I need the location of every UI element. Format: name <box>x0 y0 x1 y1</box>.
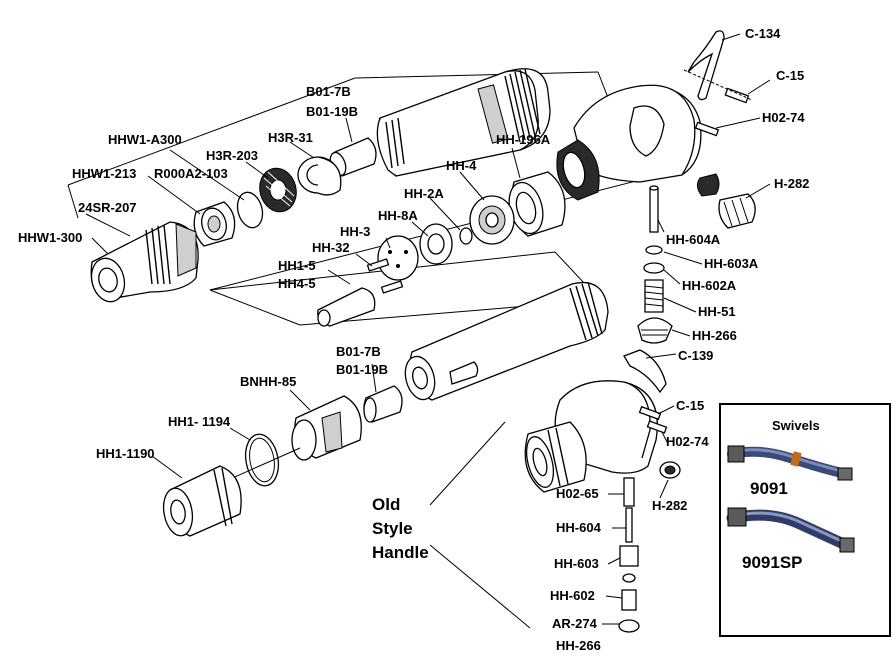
front-retainer-upper <box>90 221 199 303</box>
bnhh85-nose <box>291 395 362 461</box>
label-hh603a: HH-603A <box>704 256 759 271</box>
label-b017b-top: B01-7B <box>306 84 351 99</box>
swivel-9091sp-label: 9091SP <box>742 553 803 572</box>
c15-pin-bottom <box>638 405 662 421</box>
label-b0119b-top: B01-19B <box>306 104 358 119</box>
hhw1213-collar <box>193 201 236 247</box>
assembly-axis <box>683 69 753 101</box>
h3r203-spring <box>259 167 297 213</box>
label-hh32: HH-32 <box>312 240 350 255</box>
label-hh11190: HH1-1190 <box>96 446 155 461</box>
label-r000a2103: R000A2-103 <box>154 166 228 181</box>
hh2a-washer <box>459 227 473 245</box>
h3r31-ring <box>297 156 342 196</box>
label-hh45: HH4-5 <box>278 276 316 291</box>
h0274-pin-bottom <box>646 420 668 434</box>
label-hh603: HH-603 <box>554 556 599 571</box>
label-hh8a: HH-8A <box>378 208 418 223</box>
hh11190-retainer <box>162 465 242 537</box>
label-h3r31: H3R-31 <box>268 130 313 145</box>
label-hh3: HH-3 <box>340 224 370 239</box>
swivel-9091-label: 9091 <box>750 479 788 498</box>
hh8a-plate <box>419 223 453 265</box>
label-h0274-bottom: H02-74 <box>666 434 709 449</box>
old-style-handle <box>524 380 658 493</box>
label-24sr207: 24SR-207 <box>78 200 137 215</box>
label-hh4: HH-4 <box>446 158 477 173</box>
hh4-bearing <box>469 195 515 245</box>
caption-style: Style <box>372 519 413 538</box>
label-hhw1a300: HHW1-A300 <box>108 132 182 147</box>
label-h282-bottom: H-282 <box>652 498 687 513</box>
c139-lever <box>623 349 667 394</box>
hh11194-ring <box>244 433 280 487</box>
swivels-title: Swivels <box>772 418 820 433</box>
label-hh51: HH-51 <box>698 304 736 319</box>
h0274-pin-top <box>694 121 720 137</box>
label-hh15: HH1-5 <box>278 258 316 273</box>
label-hhw1213: HHW1-213 <box>72 166 136 181</box>
label-hhw1300: HHW1-300 <box>18 230 82 245</box>
label-c139: C-139 <box>678 348 713 363</box>
label-hh2a: HH-2A <box>404 186 444 201</box>
label-c15-top: C-15 <box>776 68 804 83</box>
c134-lever <box>687 30 725 101</box>
label-b0119b-bottom: B01-19B <box>336 362 388 377</box>
h282-fitting-top <box>696 173 756 229</box>
swivels-inset: Swivels 9091 9091SP <box>719 403 891 637</box>
handle-nut-top <box>556 139 600 201</box>
label-h3r203: H3R-203 <box>206 148 258 163</box>
label-ar274: AR-274 <box>552 616 598 631</box>
lower-valve-stack <box>618 477 640 633</box>
hh604a-valve-stack <box>637 185 673 344</box>
hh3-end-plate <box>377 235 419 281</box>
old-style-pointer-lines <box>429 421 531 629</box>
label-hh11194: HH1- 1194 <box>168 414 231 429</box>
swivel-9091-image <box>727 445 853 481</box>
label-hh604a: HH-604A <box>666 232 721 247</box>
label-hh604: HH-604 <box>556 520 602 535</box>
hh32-pins <box>366 258 404 294</box>
label-hh196a: HH-196A <box>496 132 551 147</box>
h282-fitting-bottom <box>659 461 681 479</box>
top-motor-housing <box>376 68 551 177</box>
label-hh602a: HH-602A <box>682 278 737 293</box>
part-labels: C-134 C-15 H02-74 H-282 B01-7B B01-19B H… <box>18 26 809 653</box>
label-hh266-bottom: HH-266 <box>556 638 601 653</box>
hh196a-cage <box>508 171 566 237</box>
label-hh266-top: HH-266 <box>692 328 737 343</box>
label-h0274-top: H02-74 <box>762 110 805 125</box>
c15-pin-top <box>724 87 750 104</box>
label-c134: C-134 <box>745 26 781 41</box>
top-bushing <box>329 137 377 177</box>
middle-motor-housing <box>404 281 609 401</box>
hh15-rotor <box>317 287 376 327</box>
old-style-caption: Old Style Handle <box>372 495 429 562</box>
label-b017b-bottom: B01-7B <box>336 344 381 359</box>
swivel-9091sp-image <box>726 507 855 553</box>
caption-handle: Handle <box>372 543 429 562</box>
caption-old: Old <box>372 495 400 514</box>
label-hh602: HH-602 <box>550 588 595 603</box>
leader-lines <box>85 33 771 625</box>
label-h282-top: H-282 <box>774 176 809 191</box>
label-c15-bottom: C-15 <box>676 398 704 413</box>
top-handle <box>573 84 702 183</box>
label-h0265: H02-65 <box>556 486 599 501</box>
lower-bushing <box>363 385 403 423</box>
oring-r000a2103 <box>236 191 264 229</box>
label-bnhh85: BNHH-85 <box>240 374 296 389</box>
